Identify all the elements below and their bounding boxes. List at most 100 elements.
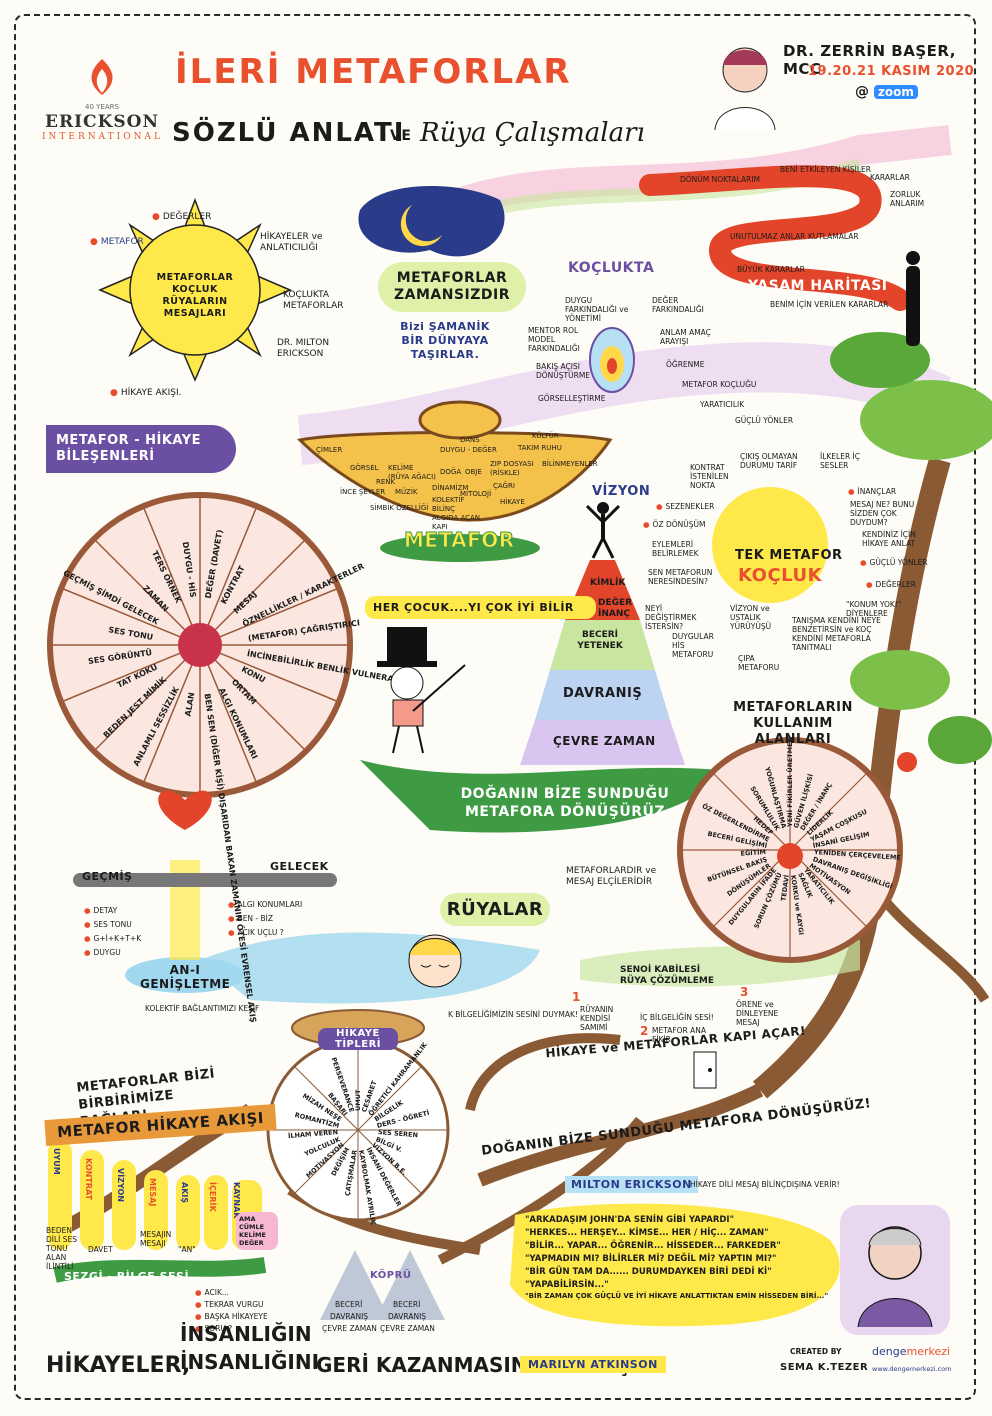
bridge-left-0: BECERİ [335, 1300, 363, 1309]
lamp-word: ÇİMLER [316, 446, 343, 454]
website-link[interactable]: www.dengemerkezi.com [872, 1365, 952, 1373]
tek-left-1: SEZENEKLER [656, 502, 715, 511]
quote: "YAPMADIN MI? BİLİRLER Mİ? DEĞİL Mİ? YAP… [525, 1254, 777, 1264]
brand-part1: denge [872, 1345, 907, 1358]
tek-right-2: İNANÇLAR [848, 487, 897, 496]
quote: "YAPABİLİRSİN..." [525, 1280, 609, 1290]
lifemap-item-2: KARARLAR [870, 173, 910, 182]
story-types-title: HİKAYE TİPLERİ [318, 1028, 398, 1050]
lifemap-item-5: KUTLAMALAR [808, 232, 859, 241]
footer-part2a: İNSANLIĞIN [180, 1322, 312, 1346]
platform: @ zoom [855, 84, 918, 100]
tek-right-6: DEĞERLER [866, 580, 916, 589]
person-silhouette-icon [906, 251, 920, 346]
coaching-left-2: BAKIŞ AÇISI DÖNÜŞTÜRME [536, 362, 591, 380]
sun-item-erickson: DR. MILTON ERICKSON [277, 338, 330, 359]
coaching-left-3: GÖRSELLEŞTİRME [538, 394, 606, 403]
bridge-left-2: ÇEVRE ZAMAN [322, 1324, 377, 1333]
senoi-item-3: ÖRENE ve DİNLEYENE MESAJ [736, 1000, 779, 1027]
title-ve: VE [390, 128, 412, 144]
erickson-title: MILTON ERICKSON [565, 1176, 698, 1193]
coaching-left-1: MENTOR ROL MODEL FARKINDALIĞI [528, 326, 580, 353]
lifemap-item-0: DÖNÜM NOKTALARIM [680, 175, 760, 184]
pyramid-level-1: DEĞER İNANÇ [598, 598, 633, 619]
at-sign: @ [855, 84, 869, 100]
coaching-right-1: ANLAM AMAÇ ARAYIŞI [660, 328, 711, 346]
event-dates: 19.20.21 KASIM 2020 [808, 64, 975, 79]
sleeping-child-illustration [408, 934, 462, 988]
senoi-num-1: 1 [572, 990, 581, 1004]
tek-metafor-subtitle: KOÇLUK [738, 565, 823, 586]
title-line1: İLERİ METAFORLAR [175, 52, 572, 92]
lamp-word: HİKAYE [500, 498, 525, 506]
lamp-word: ZIP DOSYASI (RİSKLE) [490, 460, 534, 477]
pyramid-level-3: DAVRANIŞ [563, 686, 643, 701]
lifemap-item-7: BENİM İÇİN VERİLEN KARARLAR [770, 300, 889, 309]
flow-bullet-3: SORU ? [195, 1324, 233, 1333]
tek-left-3: EYLEMLERİ BELİRLEMEK [652, 540, 699, 558]
components-title: METAFOR - HİKAYE BİLEŞENLERİ [46, 425, 236, 473]
nature-banner: DOĞANIN BİZE SUNDUĞU METAFORA DÖNÜŞÜRÜZ [460, 786, 670, 820]
pyramid-banner: HER ÇOCUK....YI ÇOK İYİ BİLİR [365, 596, 596, 619]
stick-figure-icon [585, 502, 621, 559]
senoi-title: SENOİ KABİLESİ RÜYA ÇÖZÜMLEME [620, 965, 715, 986]
tek-right-7: "KONUM YOK!" DİYENLERE [846, 600, 902, 618]
now-title: AN-I GENİŞLETME [140, 963, 231, 991]
lamp-word: DOĞA [440, 468, 462, 476]
flow-bullet-0: ACIK... [195, 1288, 230, 1297]
logo-years: 40 YEARS [85, 103, 119, 111]
lamp-word: RENK [376, 478, 396, 486]
title-line2: SÖZLÜ ANLATI [172, 118, 406, 148]
lamp-word: MÜZİK [395, 488, 418, 496]
sun-item-hikaye-akisi: HİKAYE AKIŞI. [110, 388, 182, 399]
pyramid-level-2: BECERİ YETENEK [577, 630, 623, 651]
sun-item-degerler: DEĞERLER [152, 212, 212, 223]
brand-part2: merkezi [906, 1345, 951, 1358]
lamp-word: KELİME (RÜYA AĞACI) [388, 464, 436, 481]
erickson-quotes: "ARKADAŞIM JOHN'DA SENİN GİBİ YAPARDI" "… [525, 1214, 830, 1301]
pyramid-top: VİZYON [592, 484, 651, 499]
creator: SEMA K.TEZER [780, 1362, 869, 1373]
flow-note-2: MESAJIN MESAJI [140, 1230, 172, 1248]
quote: "BİR GÜN TAM DA...... DURUMDAYKEN BİRİ D… [525, 1267, 772, 1277]
dreams-note: METAFORLARDIR ve MESAJ ELÇİLERİDİR [566, 866, 657, 887]
now-left-0: DETAY [84, 906, 118, 915]
lamp-word: ÇAĞRI [493, 482, 515, 490]
now-right-1: BEN - BİZ [228, 914, 273, 923]
flow-note-3: "AN" [178, 1245, 196, 1254]
lifemap-item-6: BÜYÜK KARARLAR [737, 265, 805, 274]
inner-wisdom-text: K BİLGELİĞİMİZİN SESİNİ DUYMAK! [448, 1010, 578, 1019]
title-script: Rüya Çalışmaları [420, 118, 645, 148]
footer-author: MARILYN ATKINSON [520, 1356, 666, 1373]
lamp-label: METAFOR [404, 528, 515, 553]
flow-note-1: DAVET [88, 1245, 113, 1254]
senoi-num-2: 2 [640, 1024, 649, 1038]
lamp-word: DİNAMİZM [432, 484, 469, 492]
collective-text: KOLEKTİF BAĞLANTIMIZI KEŞİF [145, 1004, 260, 1013]
coaching-right-3: METAFOR KOÇLUĞU [682, 380, 757, 389]
tek-right-5: GÜÇLÜ YÖNLER [860, 558, 928, 567]
tek-left-0: KONTRAT İSTENİLEN NOKTA [690, 463, 729, 490]
coaching-right-4: YARATICILIK [700, 400, 745, 409]
lifemap-item-3: ZORLUK ANLARIM [890, 190, 925, 208]
pyramid-level-4: ÇEVRE ZAMAN [553, 734, 656, 748]
coaching-right-2: ÖĞRENME [666, 360, 705, 369]
now-left-2: G+İ+K+T+K [84, 934, 142, 943]
now-right-2: ACIK UÇLU ? [228, 928, 284, 937]
lamp-word: OBJE [465, 468, 482, 476]
tek-left-6: DUYGULAR HİS METAFORU [672, 632, 714, 659]
bridge-right-0: BECERİ [393, 1300, 421, 1309]
flow-note-0: BEDEN DİLİ SES TONU ALAN İLİNTİLİ [46, 1226, 78, 1271]
tek-left-4: SEN METAFORUN NERESİNDESİN? [648, 568, 713, 586]
lamp-word: BİLİNMEYENLER [542, 460, 598, 468]
author-name: DR. ZERRİN BAŞER, MCC [783, 42, 956, 78]
brand: dengemerkezi [872, 1345, 950, 1358]
bridge-left-1: DAVRANIŞ [330, 1312, 369, 1321]
sun-item-koclukta: KOÇLUKTA METAFORLAR [283, 290, 344, 311]
lamp-word: MİTOLOJİ [460, 490, 492, 498]
footer-part1: HİKAYELER, [46, 1353, 191, 1378]
lamp-word: TAKIM RUHU [518, 444, 562, 452]
sun-item-metafor: METAFOR [90, 237, 144, 248]
lamp-word: KOLEKTİF BİLİNÇ ALGIDA AÇAN KAPI [432, 496, 481, 531]
erickson-subtitle: HİKAYE DİLİ MESAJ BİLİNÇDIŞINA VERİR! [690, 1180, 840, 1189]
